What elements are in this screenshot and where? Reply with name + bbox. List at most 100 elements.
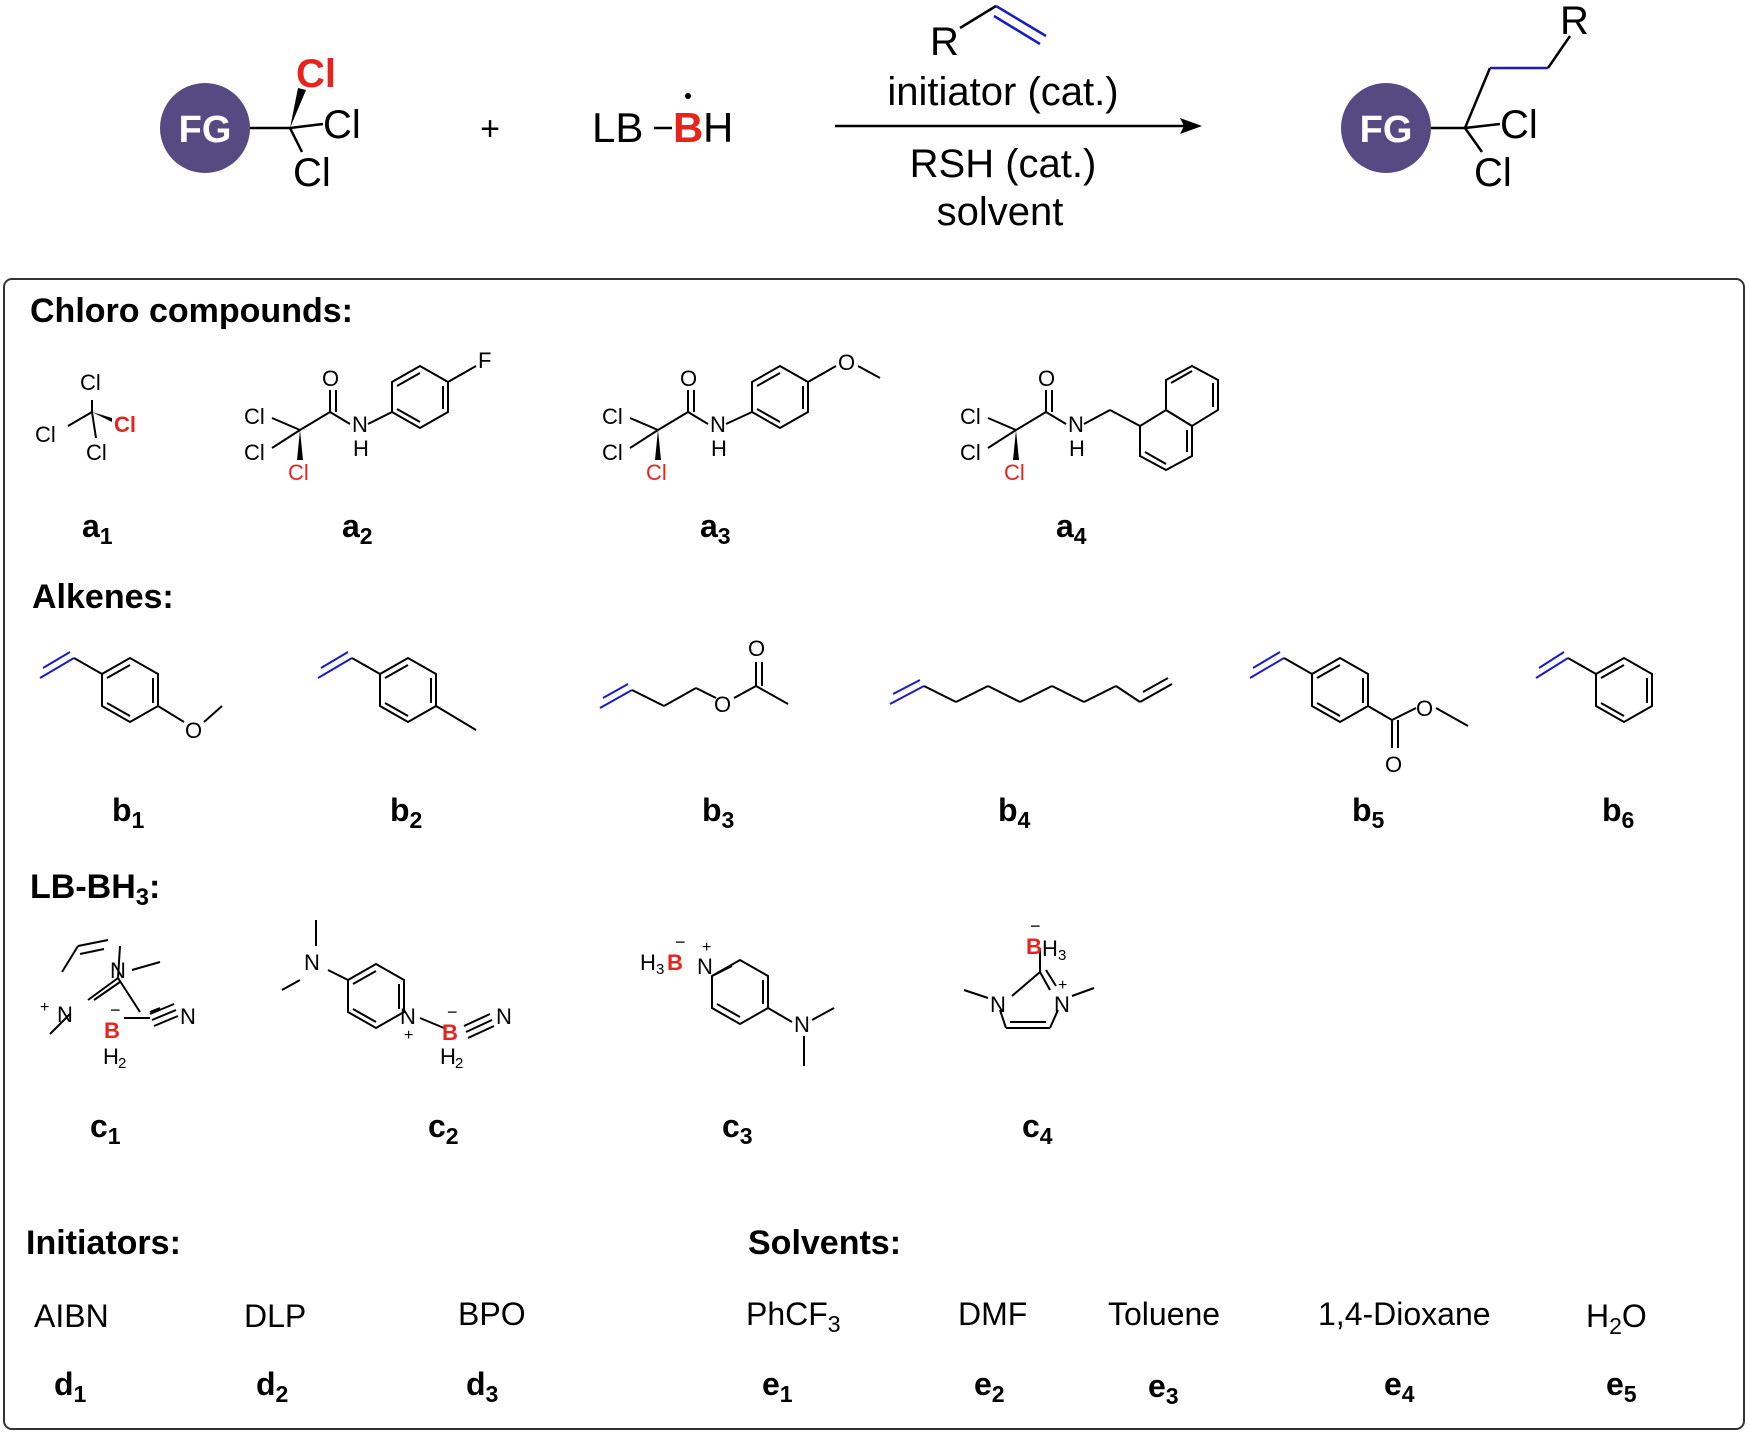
- label-c2: c2: [428, 1108, 459, 1149]
- above-arrow-text: initiator (cat.): [887, 70, 1119, 114]
- radical-dot: [685, 93, 691, 99]
- svg-text:H: H: [353, 436, 369, 461]
- svg-text:−: −: [1030, 916, 1041, 936]
- svg-text:+: +: [1058, 977, 1067, 994]
- label-a4: a4: [1056, 508, 1087, 549]
- structure-b1: [39, 651, 223, 724]
- label-e3: e3: [1148, 1368, 1179, 1409]
- svg-text:Cl: Cl: [646, 460, 667, 485]
- svg-text:Cl: Cl: [244, 404, 265, 429]
- svg-text:N: N: [496, 1004, 512, 1029]
- svg-text:F: F: [478, 348, 491, 373]
- section-initiators: Initiators:: [26, 1224, 181, 1262]
- label-c4: c4: [1022, 1108, 1053, 1149]
- svg-text:+: +: [702, 939, 711, 956]
- svg-text:Cl: Cl: [1004, 460, 1025, 485]
- below-arrow-text-1: RSH (cat.): [909, 142, 1097, 186]
- section-chloro-compounds: Chloro compounds:: [30, 292, 353, 330]
- svg-text:O: O: [838, 350, 855, 375]
- svg-text:H: H: [440, 1044, 456, 1069]
- svg-text:2: 2: [455, 1055, 463, 1072]
- below-arrow-text-2: solvent: [936, 190, 1064, 234]
- svg-text:N: N: [180, 1004, 196, 1029]
- svg-text:N: N: [304, 950, 320, 975]
- label-d1: d1: [54, 1366, 87, 1407]
- svg-text:H: H: [1042, 936, 1058, 961]
- svg-text:N: N: [990, 992, 1006, 1017]
- initiator-name-2: DLP: [244, 1298, 307, 1334]
- compounds-frame: [3, 278, 1745, 1430]
- svg-text:N: N: [794, 1012, 810, 1037]
- svg-text:O: O: [322, 366, 339, 391]
- svg-text:N: N: [400, 1004, 416, 1029]
- svg-text:−: −: [675, 932, 686, 952]
- label-b1: b1: [112, 792, 145, 833]
- solvent-name-1: PhCF3: [746, 1296, 841, 1337]
- label-a1: a1: [82, 508, 113, 549]
- svg-text:N: N: [697, 954, 713, 979]
- svg-text:O: O: [748, 636, 765, 661]
- svg-text:O: O: [1385, 752, 1402, 777]
- section-lb-bh3: LB-BH3:: [30, 868, 161, 912]
- alkene-r: R: [930, 20, 959, 64]
- svg-text:O: O: [185, 718, 202, 743]
- svg-text:3: 3: [656, 961, 664, 978]
- reactant-cl-red: Cl: [296, 52, 336, 96]
- structure-c3: [711, 958, 835, 1066]
- svg-text:B: B: [667, 950, 683, 975]
- structure-b3: [599, 662, 789, 709]
- structure-a4: [987, 364, 1219, 472]
- boryl-b: B: [673, 104, 703, 151]
- svg-text:Cl: Cl: [86, 440, 107, 465]
- svg-text:Cl: Cl: [80, 370, 101, 395]
- structure-a2: [271, 364, 477, 460]
- structure-c2: [281, 920, 495, 1039]
- structure-a1: Cl Cl Cl Cl: [35, 370, 136, 465]
- svg-text:Cl: Cl: [244, 440, 265, 465]
- fg-circle-reactant: [160, 83, 250, 173]
- boryl-h: H: [703, 104, 733, 151]
- solvent-name-3: Toluene: [1108, 1296, 1221, 1332]
- label-d2: d2: [256, 1366, 289, 1407]
- svg-text:+: +: [40, 999, 49, 1016]
- initiator-name-3: BPO: [458, 1296, 526, 1332]
- svg-text:N: N: [710, 412, 726, 437]
- section-solvents: Solvents:: [748, 1224, 902, 1262]
- svg-text:Cl: Cl: [602, 404, 623, 429]
- svg-text:H: H: [1069, 436, 1085, 461]
- boryl-lb: LB: [592, 104, 643, 151]
- label-b4: b4: [998, 792, 1031, 833]
- label-b5: b5: [1352, 792, 1385, 833]
- structure-b4: [889, 677, 1173, 705]
- svg-text:N: N: [110, 958, 126, 983]
- svg-text:Cl: Cl: [288, 460, 309, 485]
- label-a3: a3: [700, 508, 731, 549]
- structure-b6: [1535, 651, 1653, 724]
- svg-text:H: H: [711, 436, 727, 461]
- svg-text:2: 2: [118, 1055, 126, 1072]
- reactant-cl-bottom: Cl: [293, 151, 331, 195]
- label-a2: a2: [342, 508, 373, 549]
- structure-b5: [1249, 651, 1469, 748]
- svg-text:−: −: [110, 1000, 121, 1020]
- product-cl-bottom: Cl: [1474, 151, 1512, 195]
- label-d3: d3: [466, 1366, 499, 1407]
- svg-text:Cl: Cl: [602, 440, 623, 465]
- fg-label-reactant: FG: [179, 109, 232, 151]
- label-e4: e4: [1384, 1366, 1415, 1407]
- fg-label-product: FG: [1360, 109, 1413, 151]
- initiator-name-1: AIBN: [34, 1298, 109, 1334]
- structure-a3: [629, 364, 881, 460]
- reactant-cl-right: Cl: [323, 103, 361, 147]
- label-b6: b6: [1602, 792, 1635, 833]
- structure-c4: [963, 948, 1095, 1029]
- product-r: R: [1560, 0, 1589, 43]
- svg-text:Cl: Cl: [114, 412, 136, 437]
- label-e2: e2: [974, 1366, 1005, 1407]
- structure-b2: [317, 651, 477, 731]
- label-c3: c3: [722, 1108, 753, 1149]
- svg-text:B: B: [1026, 934, 1042, 959]
- svg-text:Cl: Cl: [960, 404, 981, 429]
- solvent-name-5: H2O: [1586, 1298, 1647, 1339]
